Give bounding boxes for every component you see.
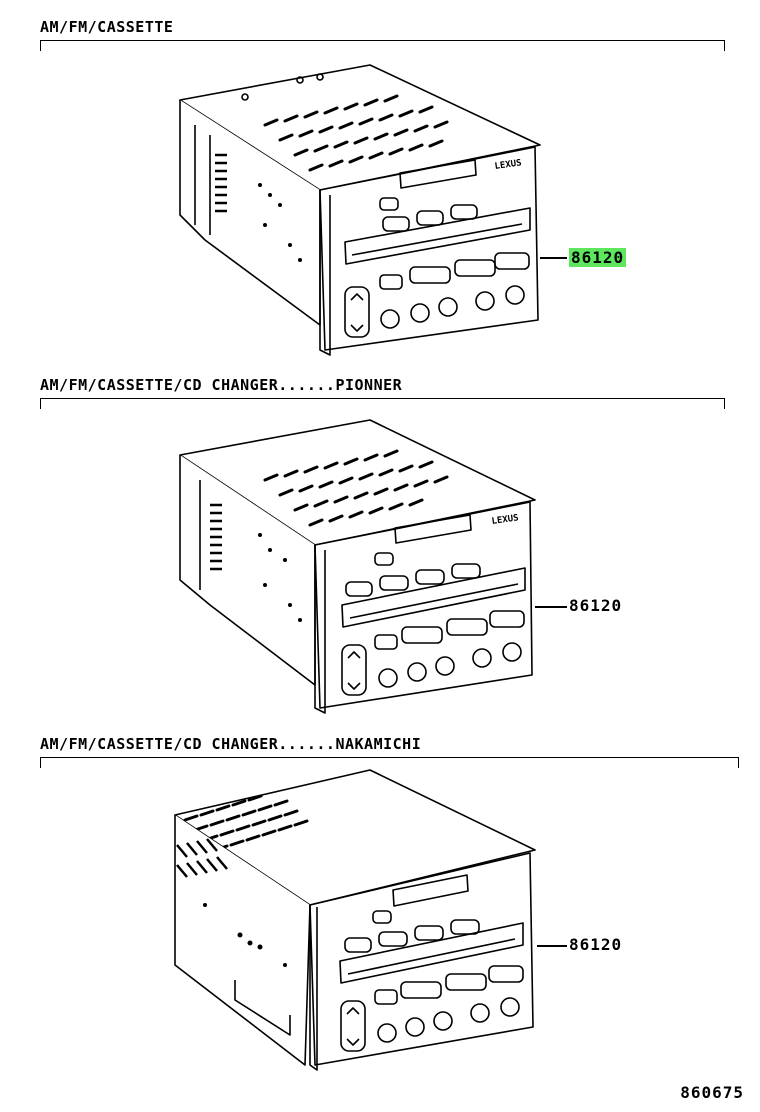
leader-line (537, 945, 567, 947)
section-title: AM/FM/CASSETTE/CD CHANGER......PIONNER (40, 376, 403, 394)
part-number-label[interactable]: 86120 (569, 935, 623, 954)
radio-unit-illustration: LEXUS (179, 419, 536, 714)
radio-unit-illustration: LEXUS (179, 64, 541, 356)
section-bracket (40, 757, 739, 768)
section-bracket (40, 398, 725, 409)
leader-line (540, 257, 567, 259)
diagram-reference-number: 860675 (680, 1083, 744, 1102)
section-title: AM/FM/CASSETTE/CD CHANGER......NAKAMICHI (40, 735, 422, 753)
radio-unit-illustration (174, 769, 536, 1071)
part-number-label[interactable]: 86120 (569, 248, 627, 267)
section-title: AM/FM/CASSETTE (40, 18, 174, 36)
section-bracket (40, 40, 725, 51)
leader-line (535, 606, 567, 608)
brand-badge: LEXUS (491, 513, 519, 527)
brand-badge: LEXUS (494, 158, 522, 172)
part-number-label[interactable]: 86120 (569, 596, 623, 615)
